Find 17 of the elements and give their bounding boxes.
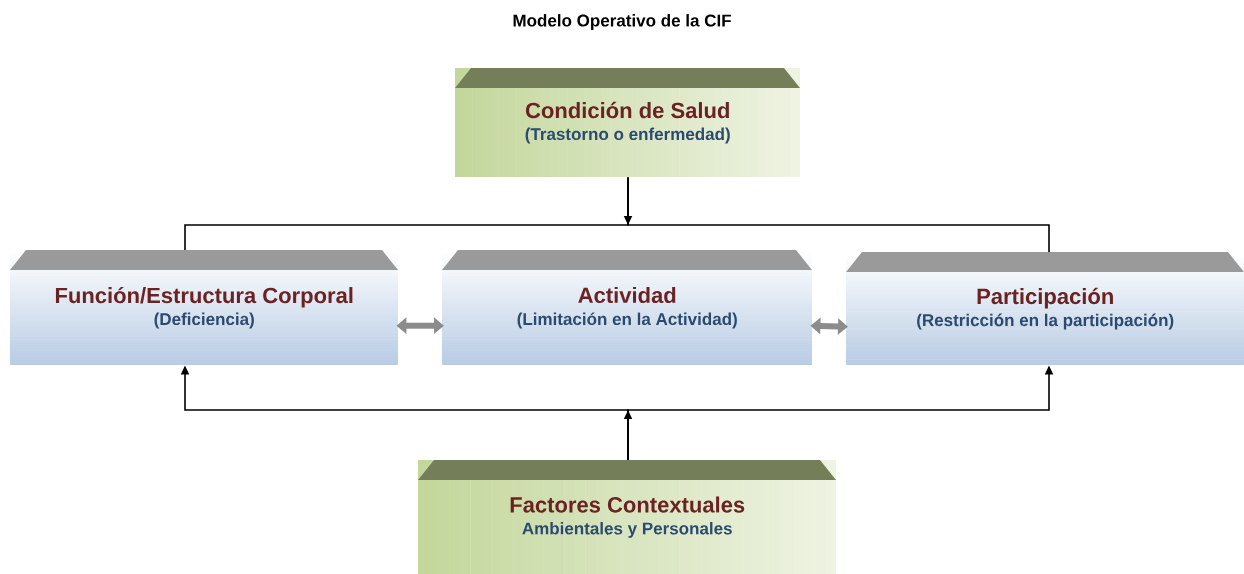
node-label: (Deficiencia) [154, 312, 254, 329]
box-with-header: Participación (Restricción en la participación) [846, 252, 1244, 365]
node-label: Función/Estructura Corporal [55, 286, 353, 308]
node-label: Actividad [578, 286, 676, 304]
node-label: Participación [977, 287, 1113, 309]
node-label: (Limitación en la Actividad) [517, 312, 737, 329]
node-label: (Trastorno o enfermedad) [525, 127, 730, 144]
title: Modelo Operativo de la CIF [513, 14, 731, 30]
box-with-header: Actividad (Limitación en la Actividad) [442, 250, 812, 365]
node-label: Condición de Salud [525, 101, 729, 119]
box-with-header: Función/Estructura Corporal (Deficiencia) [10, 250, 398, 365]
connector [627, 176, 1050, 253]
box-with-header: Condición de Salud (Trastorno o enfermedad) [455, 68, 800, 177]
node-label: Factores Contextuales [510, 496, 745, 513]
box-with-header: Factores Contextuales Ambientales y Personales [418, 460, 836, 574]
node-label: (Restricción en la participación) [917, 313, 1174, 330]
node-label: Ambientales y Personales [522, 522, 732, 538]
